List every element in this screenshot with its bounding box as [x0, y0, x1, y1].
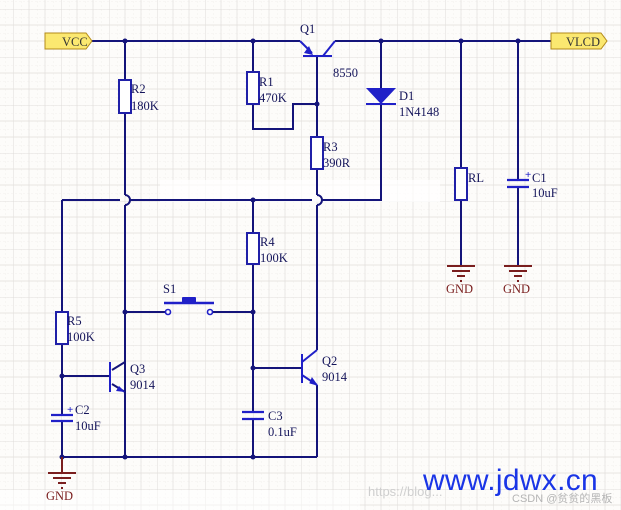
port-vlcd-label: VLCD	[566, 35, 600, 49]
d1-value: 1N4148	[399, 105, 439, 119]
q3-value: 9014	[130, 378, 156, 392]
c2-polarity: +	[67, 404, 73, 416]
q1-ref: Q1	[300, 22, 315, 36]
junctions	[59, 38, 521, 460]
capacitor-c2: +	[51, 404, 73, 423]
rl-ref: RL	[468, 171, 484, 185]
r3-ref: R3	[323, 140, 338, 154]
d1-ref: D1	[399, 89, 414, 103]
q2-ref: Q2	[322, 354, 337, 368]
c3-ref: C3	[268, 409, 283, 423]
watermark-csdn: CSDN @贫贫的黑板	[512, 493, 613, 505]
r5-value: 100K	[67, 330, 95, 344]
wires	[61, 40, 551, 458]
ground-gnd-3	[504, 265, 532, 282]
resistor-r4	[246, 232, 260, 265]
watermark-url: https://blog...	[368, 484, 443, 499]
r3-value: 390R	[323, 156, 351, 170]
resistor-r2	[118, 79, 132, 114]
c1-polarity: +	[525, 169, 531, 181]
r4-value: 100K	[260, 251, 288, 265]
c3-value: 0.1uF	[268, 425, 297, 439]
c2-value: 10uF	[75, 419, 101, 433]
c1-ref: C1	[532, 171, 547, 185]
r2-ref: R2	[131, 82, 146, 96]
s1-ref: S1	[163, 282, 176, 296]
switch-s1[interactable]	[164, 297, 214, 316]
gnd-label-2: GND	[446, 282, 473, 296]
gnd-label-1: GND	[46, 489, 73, 503]
capacitor-c1: +	[507, 169, 531, 189]
port-vcc-label: VCC	[62, 35, 88, 49]
q1-value: 8550	[333, 66, 358, 80]
resistors	[55, 71, 468, 345]
resistor-r1	[246, 71, 260, 105]
port-vlcd[interactable]: VLCD	[550, 32, 608, 50]
ground-gnd-2	[447, 265, 475, 282]
resistor-r5	[55, 311, 69, 345]
c2-ref: C2	[75, 403, 90, 417]
capacitor-c3	[242, 410, 264, 421]
transistor-q3	[109, 362, 125, 392]
r5-ref: R5	[67, 314, 82, 328]
r1-value: 470K	[259, 91, 287, 105]
r1-ref: R1	[259, 75, 274, 89]
ground-gnd-1	[48, 457, 76, 489]
transistor-q1	[299, 40, 336, 57]
gnd-label-3: GND	[503, 282, 530, 296]
resistor-rl	[454, 167, 468, 201]
watermark-site: www.jdwx.cn	[423, 464, 599, 497]
smudge	[160, 180, 440, 202]
c1-value: 10uF	[532, 186, 558, 200]
port-vcc[interactable]: VCC	[44, 32, 93, 50]
resistor-r3	[310, 136, 324, 170]
transistor-q2	[301, 349, 319, 386]
q2-value: 9014	[322, 370, 348, 384]
q3-ref: Q3	[130, 362, 145, 376]
r4-ref: R4	[260, 235, 275, 249]
r2-value: 180K	[131, 99, 159, 113]
smudge	[0, 490, 360, 510]
diode-d1	[366, 88, 396, 105]
